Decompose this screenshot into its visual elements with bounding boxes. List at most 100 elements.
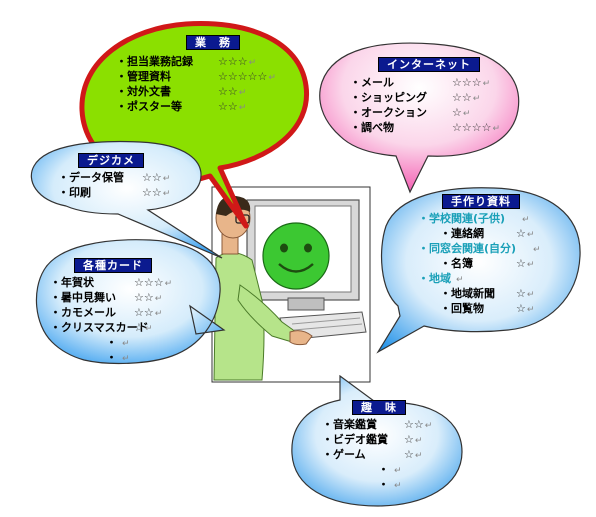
return-mark-icon: ↵ — [394, 466, 402, 476]
list-item: ・データ保管☆☆↵ — [58, 170, 208, 185]
list-item: ・ショッピング☆☆↵ — [350, 90, 520, 105]
rating-stars: ☆☆↵ — [218, 100, 247, 113]
list-item: ・同窓会関連(自分) ↵ — [418, 241, 578, 256]
list-item: ・クリスマスカード☆↵ — [50, 320, 220, 335]
return-mark-icon: ↵ — [414, 451, 423, 461]
rating-stars: ☆↵ — [516, 257, 535, 270]
return-mark-icon: ↵ — [462, 109, 471, 119]
list-item: ・音楽鑑賞 ☆☆↵ — [322, 417, 462, 432]
list-item: ・回覧物☆↵ — [418, 301, 578, 316]
item-text: ・担当業務記録 — [116, 55, 193, 68]
item-text: ・学校関連(子供) — [418, 212, 506, 225]
bubble-tezukuri — [376, 187, 581, 354]
panel-card: 各種カード ・年賀状☆☆☆↵・暑中見舞い☆☆↵・カモメール☆☆↵・クリスマスカー… — [50, 258, 220, 365]
panel-tezukuri: 手作り資料 ・学校関連(子供)↵・連絡網☆↵・同窓会関連(自分)↵・名簿☆↵・地… — [418, 194, 578, 316]
title-digicame: デジカメ — [78, 153, 144, 168]
item-text: ・暑中見舞い — [50, 291, 116, 304]
return-mark-icon: ↵ — [482, 79, 491, 89]
return-mark-icon: ↵ — [526, 230, 535, 240]
return-mark-icon: ↵ — [526, 305, 535, 315]
return-mark-icon: ↵ — [238, 103, 247, 113]
item-text: ・地域 — [418, 272, 451, 285]
rating-stars: ☆↵ — [516, 302, 535, 315]
item-text: ・データ保管 — [58, 171, 124, 184]
list-item: ・↵ — [50, 335, 220, 350]
rating-stars: ↵ — [521, 211, 530, 228]
return-mark-icon: ↵ — [522, 215, 530, 225]
title-shumi: 趣 味 — [352, 400, 406, 415]
rating-stars: ↵ — [455, 271, 464, 288]
list-item: ・↵ — [322, 477, 462, 492]
list-item: ・ポスター等☆☆↵ — [116, 99, 296, 114]
rating-stars: ↵ — [121, 335, 130, 352]
item-text: ・ — [106, 351, 117, 364]
return-mark-icon: ↵ — [162, 174, 171, 184]
bubble-shumi — [291, 374, 463, 507]
return-mark-icon: ↵ — [424, 421, 433, 431]
person-figure — [213, 195, 313, 381]
return-mark-icon: ↵ — [414, 436, 423, 446]
return-mark-icon: ↵ — [533, 245, 541, 255]
item-text: ・印刷 — [58, 186, 91, 199]
return-mark-icon: ↵ — [144, 324, 153, 334]
item-text: ・ゲーム — [322, 448, 366, 461]
panel-shumi: 趣 味 ・音楽鑑賞☆☆↵・ビデオ鑑賞☆↵・ゲーム☆↵・↵・↵ — [322, 400, 462, 492]
rating-stars: ☆☆↵ — [404, 418, 433, 431]
title-tezukuri: 手作り資料 — [442, 194, 520, 209]
return-mark-icon: ↵ — [456, 275, 464, 285]
return-mark-icon: ↵ — [394, 481, 402, 491]
list-item: ・メール☆☆☆↵ — [350, 75, 520, 90]
list-item: ・連絡網☆↵ — [418, 226, 578, 241]
item-text: ・音楽鑑賞 — [322, 418, 377, 431]
monitor-stand — [287, 297, 325, 311]
rating-stars: ☆↵ — [452, 106, 471, 119]
return-mark-icon: ↵ — [122, 354, 130, 364]
panel-internet: インターネット ・メール☆☆☆↵・ショッピング☆☆↵・オークション☆↵・調べ物☆… — [350, 57, 520, 135]
return-mark-icon: ↵ — [472, 94, 481, 104]
smiley-face-icon — [262, 222, 330, 290]
rating-stars: ☆↵ — [404, 433, 423, 446]
list-item: ・管理資料☆☆☆☆☆↵ — [116, 69, 296, 84]
return-mark-icon: ↵ — [162, 189, 171, 199]
item-text: ・クリスマスカード — [50, 321, 149, 334]
list-item: ・対外文書 ☆☆↵ — [116, 84, 296, 99]
rating-stars: ↵ — [121, 350, 130, 367]
item-text: ・対外文書 — [116, 85, 171, 98]
list-item: ・カモメール☆☆↵ — [50, 305, 220, 320]
bubble-internet — [319, 42, 520, 194]
panel-gyomu: 業 務 ・担当業務記録☆☆☆↵・管理資料☆☆☆☆☆↵・対外文書☆☆↵・ポスター等… — [116, 35, 296, 114]
rating-stars: ☆☆↵ — [134, 306, 163, 319]
item-text: ・名簿 — [440, 257, 473, 270]
return-mark-icon: ↵ — [248, 58, 257, 68]
list-item: ・調べ物☆☆☆☆↵ — [350, 120, 520, 135]
panel-digicame: デジカメ ・データ保管☆☆↵・印刷☆☆↵ — [58, 153, 208, 200]
item-text: ・地域新聞 — [440, 287, 495, 300]
rating-stars: ☆☆☆☆↵ — [452, 121, 500, 134]
rating-stars: ☆↵ — [516, 287, 535, 300]
return-mark-icon: ↵ — [154, 309, 163, 319]
list-item: ・暑中見舞い ☆☆↵ — [50, 290, 220, 305]
item-text: ・管理資料 — [116, 70, 171, 83]
title-internet: インターネット — [378, 57, 480, 72]
list-item: ・印刷☆☆↵ — [58, 185, 208, 200]
item-text: ・年賀状 — [50, 276, 94, 289]
computer-user-illustration — [211, 186, 371, 383]
return-mark-icon: ↵ — [164, 279, 173, 289]
rating-stars: ☆☆↵ — [218, 85, 247, 98]
return-mark-icon: ↵ — [492, 124, 500, 134]
return-mark-icon: ↵ — [268, 73, 276, 83]
rating-stars: ☆☆↵ — [134, 291, 163, 304]
list-item: ・地域 ↵ — [418, 271, 578, 286]
item-text: ・ビデオ鑑賞 — [322, 433, 388, 446]
list-item: ・地域新聞 ☆↵ — [418, 286, 578, 301]
rating-stars: ☆☆↵ — [452, 91, 481, 104]
return-mark-icon: ↵ — [154, 294, 163, 304]
list-item: ・↵ — [50, 350, 220, 365]
rating-stars: ↵ — [393, 477, 402, 494]
item-text: ・同窓会関連(自分) — [418, 242, 517, 255]
list-item: ・学校関連(子供) ↵ — [418, 211, 578, 226]
item-text: ・連絡網 — [440, 227, 484, 240]
return-mark-icon: ↵ — [122, 339, 130, 349]
rating-stars: ↵ — [393, 462, 402, 479]
